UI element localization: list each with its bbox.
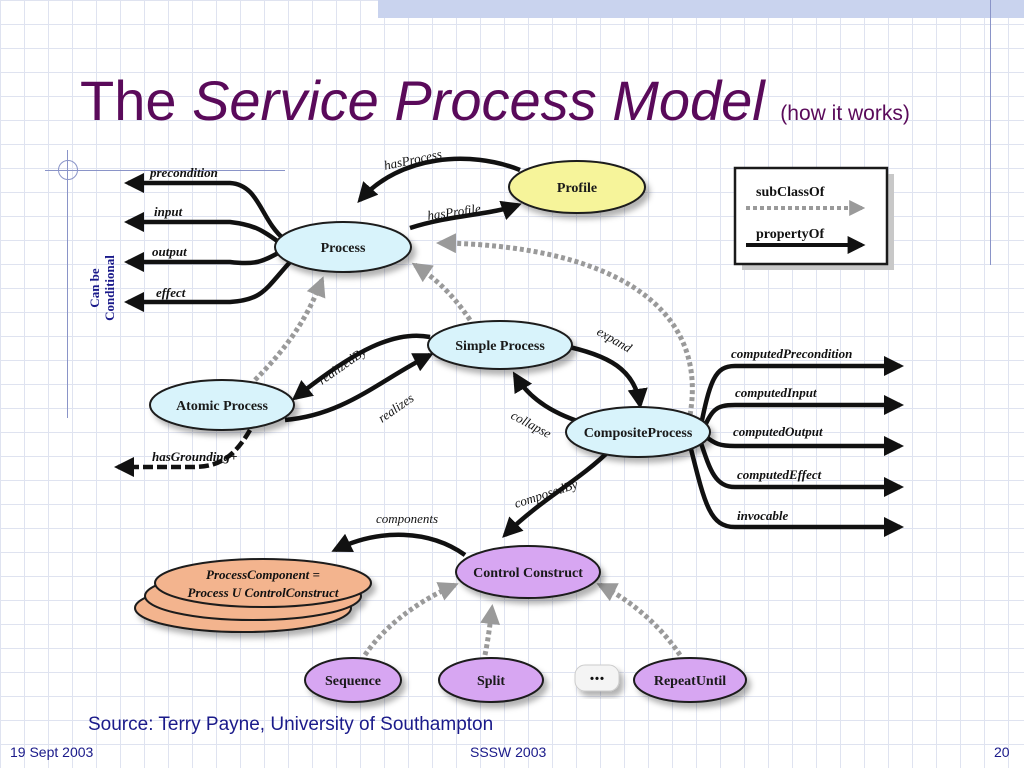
ellipsis-box bbox=[574, 664, 620, 692]
footer-event: SSSW 2003 bbox=[470, 744, 547, 760]
property-computed-effect: computedEffect bbox=[737, 467, 822, 482]
title-prefix: The bbox=[80, 69, 177, 132]
side-label-line2: Conditional bbox=[102, 255, 117, 321]
component-stack bbox=[134, 558, 372, 633]
footer-date: 19 Sept 2003 bbox=[10, 744, 94, 760]
expand-arrow bbox=[559, 342, 648, 410]
sequence-label: Sequence bbox=[325, 674, 381, 689]
edge-components: components bbox=[376, 511, 438, 526]
side-label-line1: Can be bbox=[87, 268, 102, 308]
node-split[interactable] bbox=[438, 657, 544, 703]
hasgrounding-arrow bbox=[113, 428, 252, 478]
property-effect: effect bbox=[156, 285, 186, 300]
title-suffix: (how it works) bbox=[780, 102, 910, 125]
hasprofile-arrow bbox=[409, 200, 522, 231]
crosshair-mark bbox=[58, 160, 78, 180]
edge-composedby: composedBy bbox=[512, 476, 579, 511]
subclass-links bbox=[253, 233, 695, 657]
property-input: input bbox=[154, 204, 183, 219]
edge-hasprofile: hasProfile bbox=[426, 201, 481, 223]
conditional-side-label: Can be Conditional bbox=[87, 255, 117, 321]
left-rule bbox=[67, 150, 68, 418]
process-label: Process bbox=[321, 241, 366, 256]
effect-arrow bbox=[123, 260, 292, 313]
property-invocable: invocable bbox=[737, 508, 788, 523]
profile-label: Profile bbox=[557, 181, 597, 196]
component-label-1: ProcessComponent = bbox=[206, 567, 320, 582]
simple-subclass-arrow bbox=[411, 262, 473, 322]
source-credit: Source: Terry Payne, University of South… bbox=[88, 714, 494, 735]
output-arrow bbox=[123, 250, 282, 273]
ellipsis-label: ... bbox=[590, 663, 605, 685]
edge-hasgrounding: hasGrounding+ bbox=[152, 449, 237, 464]
split-label: Split bbox=[477, 674, 505, 689]
sequence-subclass-arrow bbox=[362, 582, 459, 657]
atomic-subclass-arrow bbox=[253, 276, 326, 382]
precondition-arrow bbox=[123, 172, 287, 242]
top-band bbox=[378, 0, 1024, 18]
property-computed-output: computedOutput bbox=[733, 424, 823, 439]
property-computed-precondition: computedPrecondition bbox=[731, 346, 852, 361]
node-simple-process[interactable] bbox=[427, 320, 573, 370]
edge-hasprocess: hasProcess bbox=[383, 146, 444, 173]
computed-precondition-arrow bbox=[697, 355, 905, 431]
right-rule bbox=[990, 0, 991, 265]
top-rule bbox=[45, 170, 285, 171]
edge-collapse: collapse bbox=[509, 407, 554, 441]
composite-subclass-arrow bbox=[436, 233, 695, 416]
composedby-arrow bbox=[502, 448, 612, 538]
property-computed-input: computedInput bbox=[735, 385, 817, 400]
node-atomic-process[interactable] bbox=[149, 379, 295, 431]
repeat-subclass-arrow bbox=[596, 582, 683, 657]
edge-realizedby: realizedBy bbox=[315, 343, 369, 387]
realizedby-arrow bbox=[291, 333, 431, 401]
node-composite-process[interactable] bbox=[565, 406, 711, 458]
node-sequence[interactable] bbox=[304, 657, 402, 703]
hasprocess-arrow bbox=[357, 156, 521, 204]
invocable-arrow bbox=[687, 444, 905, 538]
legend-subclass-label: subClassOf bbox=[756, 185, 825, 200]
computed-effect-arrow bbox=[697, 439, 905, 498]
property-output: output bbox=[152, 244, 187, 259]
input-arrow bbox=[123, 211, 282, 245]
split-subclass-arrow bbox=[480, 604, 501, 656]
edge-expand: expand bbox=[595, 324, 635, 356]
component-label-2: Process U ControlConstruct bbox=[188, 585, 339, 600]
footer-page-number: 20 bbox=[994, 744, 1010, 760]
node-profile[interactable] bbox=[508, 160, 646, 214]
legend-property-label: propertyOf bbox=[756, 227, 825, 242]
composite-process-label: CompositeProcess bbox=[584, 426, 693, 441]
components-arrow bbox=[331, 532, 467, 557]
title-italic: Service Process Model bbox=[192, 69, 765, 132]
atomic-process-label: Atomic Process bbox=[176, 399, 268, 414]
realizes-arrow bbox=[284, 352, 434, 423]
slide-title: The Service Process Model (how it works) bbox=[80, 68, 910, 133]
node-repeat-until[interactable] bbox=[633, 657, 747, 703]
repeat-until-label: RepeatUntil bbox=[654, 674, 726, 689]
control-construct-label: Control Construct bbox=[473, 566, 583, 581]
legend-box: subClassOf propertyOf bbox=[733, 166, 894, 270]
simple-process-label: Simple Process bbox=[455, 339, 545, 354]
edge-realizes: realizes bbox=[375, 390, 416, 425]
property-precondition: precondition bbox=[149, 165, 218, 180]
node-process[interactable] bbox=[274, 221, 412, 273]
node-control-construct[interactable] bbox=[455, 545, 601, 599]
